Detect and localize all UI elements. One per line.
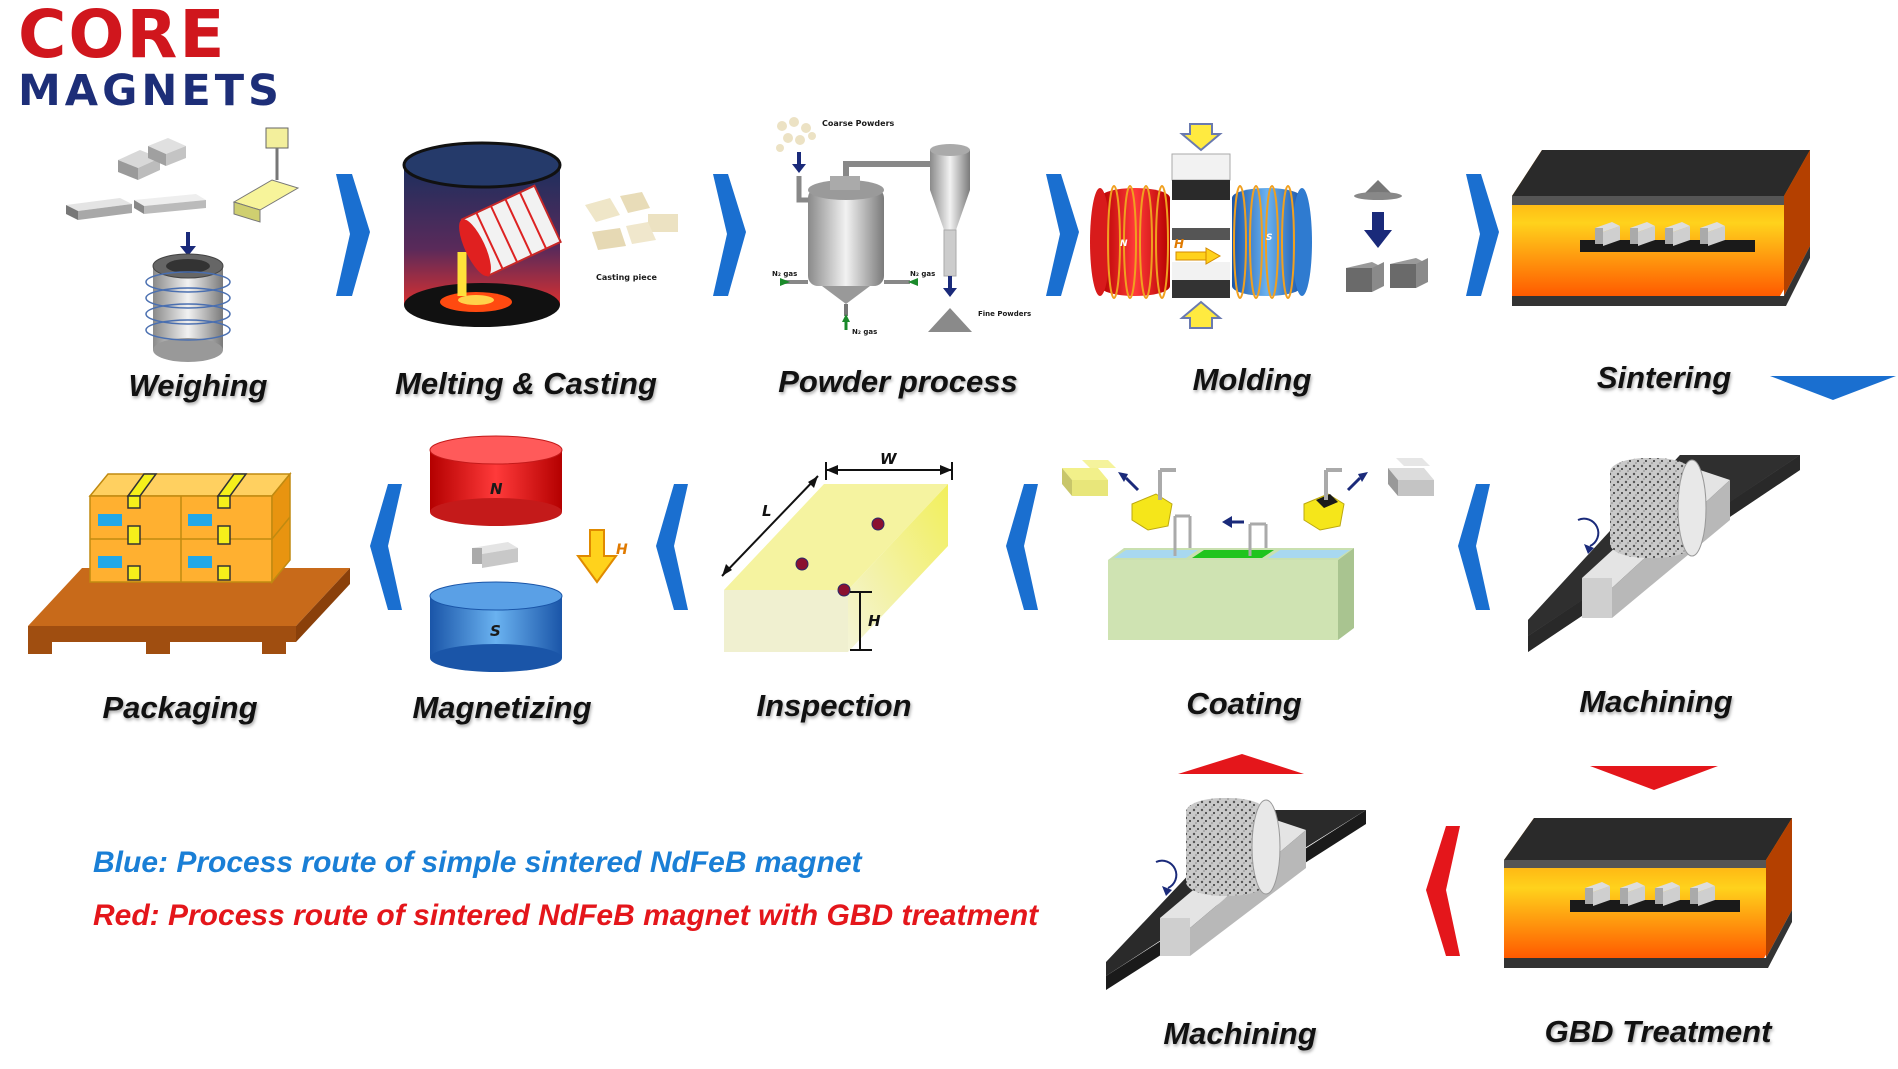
molding-illustration: N S H: [1090, 123, 1428, 329]
pole-s-molding-label: S: [1266, 233, 1272, 243]
magnetizing-illustration: N S H: [429, 435, 628, 672]
dim-l-label: L: [762, 502, 772, 520]
arrow-machining-up: [1178, 754, 1304, 774]
inspection-illustration: W L H: [721, 450, 953, 652]
step-machining-label: Machining: [1579, 684, 1733, 719]
sintering-illustration: [1512, 150, 1810, 306]
step-sintering-label: Sintering: [1596, 360, 1732, 395]
machining-illustration: [1528, 455, 1800, 652]
dim-w-label: W: [880, 450, 898, 468]
step-packaging-label: Packaging: [102, 690, 258, 725]
legend-blue-route: Blue: Process route of simple sintered N…: [93, 846, 862, 879]
coating-illustration: [1062, 458, 1434, 640]
n2-gas-right-label: N₂ gas: [910, 270, 935, 278]
step-powder-label: Powder process: [778, 364, 1018, 399]
packaging-illustration: [28, 471, 350, 654]
coarse-powders-label: Coarse Powders: [822, 119, 895, 128]
fine-powders-label: Fine Powders: [978, 310, 1031, 318]
arrow-powder-to-molding: [1046, 174, 1079, 296]
n2-gas-left-label: N₂ gas: [772, 270, 797, 278]
weighing-illustration: [66, 127, 300, 362]
machining-gbd-illustration: [1106, 798, 1366, 990]
arrow-molding-to-sintering: [1466, 174, 1499, 296]
field-h-molding-label: H: [1174, 237, 1184, 251]
dim-h-label: H: [868, 612, 881, 630]
arrow-inspection-to-magnetizing: [656, 484, 688, 610]
gbd-treatment-illustration: [1504, 818, 1792, 968]
blue-arrows-row2: [370, 484, 1490, 610]
field-h-magnetizing-label: H: [616, 542, 628, 558]
step-weighing-label: Weighing: [128, 368, 268, 403]
arrow-melting-to-powder: [713, 174, 746, 296]
arrow-machining-to-gbd: [1590, 766, 1718, 790]
step-coating-label: Coating: [1186, 686, 1302, 721]
red-arrows: [1178, 754, 1718, 956]
arrow-coating-to-inspection: [1006, 484, 1038, 610]
step-melting-label: Melting & Casting: [395, 366, 657, 401]
n2-gas-bottom-label: N₂ gas: [852, 328, 877, 336]
step-molding-label: Molding: [1192, 362, 1312, 397]
step-magnetizing-label: Magnetizing: [412, 690, 592, 725]
arrow-gbd-to-machining: [1426, 826, 1460, 956]
casting-piece-label: Casting piece: [596, 273, 657, 282]
step-gbd-label: GBD Treatment: [1544, 1014, 1772, 1049]
step-machining-gbd-label: Machining: [1163, 1016, 1317, 1051]
arrow-sintering-down: [1770, 376, 1896, 400]
blue-arrows-row1: [336, 174, 1896, 400]
arrow-machining-to-coating: [1458, 484, 1490, 610]
melting-casting-illustration: Casting piece: [402, 141, 678, 327]
powder-process-illustration: Coarse Powders N₂ gas N₂ gas N₂ gas Fine…: [772, 117, 1031, 336]
logo-core-text: CORE: [18, 0, 227, 73]
arrow-magnetizing-to-packaging: [370, 484, 402, 610]
arrow-weighing-to-melting: [336, 174, 370, 296]
legend-red-route: Red: Process route of sintered NdFeB mag…: [93, 899, 1039, 932]
logo-magnets-text: MAGNETS: [18, 66, 284, 116]
step-inspection-label: Inspection: [756, 688, 912, 723]
pole-n-label: N: [490, 480, 503, 498]
pole-n-molding-label: N: [1120, 239, 1128, 249]
pole-s-label: S: [490, 622, 501, 640]
